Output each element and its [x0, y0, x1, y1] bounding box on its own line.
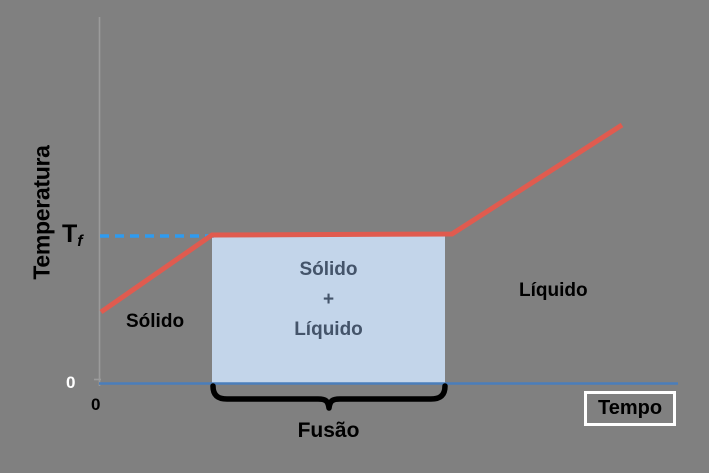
y-tick-label-tf: Tf — [62, 222, 83, 250]
region-solid-liquid — [212, 233, 445, 383]
annotation-solid-liquid: Sólido + Líquido — [212, 255, 445, 345]
tf-main: T — [62, 220, 78, 248]
x-axis-title-box: Tempo — [584, 391, 677, 426]
y-tick-label-zero: 0 — [66, 373, 76, 392]
annotation-solid-liquid-line3: Líquido — [294, 319, 363, 340]
heating-curve — [99, 122, 624, 315]
tf-subscript: f — [77, 233, 83, 250]
annotation-solid-liquid-plus: + — [322, 289, 335, 310]
fusao-curly-brace — [210, 383, 448, 411]
x-tick-label-zero: 0 — [91, 395, 101, 414]
annotation-solid-liquid-line1: Sólido — [299, 259, 358, 280]
annotation-liquid: Líquido — [519, 280, 588, 301]
annotation-fusao: Fusão — [297, 419, 360, 442]
annotation-solid: Sólido — [126, 311, 185, 332]
x-axis-title-text: Tempo — [598, 397, 663, 419]
y-axis-title-text: Temperatura — [28, 144, 55, 280]
y-axis-title: Temperatura — [22, 126, 62, 298]
